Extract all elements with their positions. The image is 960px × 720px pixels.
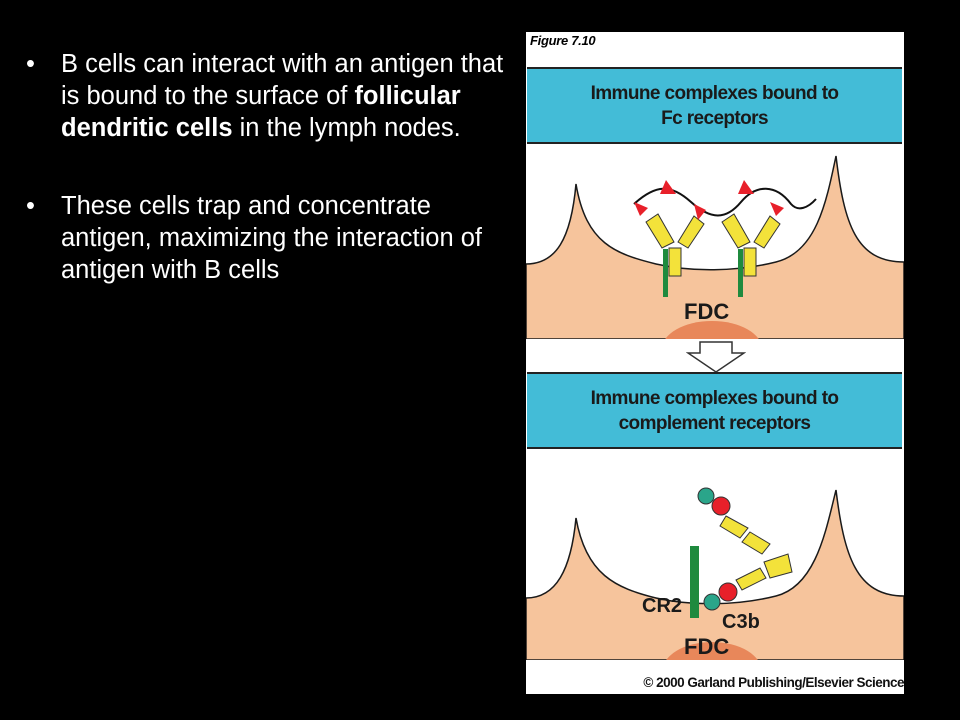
copyright-notice: © 2000 Garland Publishing/Elsevier Scien…: [643, 675, 904, 690]
bullet-item-1: • B cells can interact with an antigen t…: [26, 48, 506, 144]
antibody-segment: [741, 531, 771, 555]
complement-teal: [703, 593, 721, 611]
antigen-epitope: [738, 180, 754, 194]
fc-receptor: [738, 249, 743, 297]
antibody-stem: [743, 247, 757, 277]
antibody-arm: [645, 213, 675, 249]
figure-panel: Figure 7.10 Immune complexes bound to Fc…: [526, 32, 904, 694]
bullet-1-text-pre: B cells can interact with an antigen tha…: [61, 50, 504, 110]
fdc-cell-body: [526, 155, 904, 339]
figure-label: Figure 7.10: [530, 33, 596, 48]
fdc-cell-body: [526, 489, 904, 660]
panel1-title-line1: Immune complexes bound to: [590, 83, 839, 104]
antibody-stem: [668, 247, 682, 277]
cr2-receptor: [690, 546, 699, 618]
complement-teal: [697, 487, 715, 505]
complement-red: [718, 582, 738, 602]
complement-red: [711, 496, 731, 516]
bullet-list: • B cells can interact with an antigen t…: [26, 48, 506, 332]
panel2-illustration: CR2 C3b FDC: [526, 487, 904, 660]
bullet-1-bold-cells: cells: [175, 114, 233, 142]
panel2-title-line2: complement receptors: [618, 413, 811, 434]
bullet-1-bold-term: follicular dendritic: [61, 82, 461, 142]
antigen-epitope: [634, 202, 648, 216]
fdc-nucleus: [665, 321, 759, 339]
antibody-arm: [677, 215, 705, 249]
panel1-fdc-label: FDC: [684, 299, 729, 324]
transition-arrow-icon: [686, 341, 746, 373]
c3b-label: C3b: [722, 611, 760, 633]
bullet-dot: •: [26, 50, 35, 78]
fdc-nucleus: [666, 642, 758, 660]
antigen-epitope: [694, 204, 706, 220]
antibody-segment: [719, 515, 749, 539]
fc-receptor: [663, 249, 668, 297]
panel1-title-line2: Fc receptors: [661, 108, 768, 129]
bullet-item-2: • These cells trap and concentrate antig…: [26, 190, 506, 286]
cr2-label: CR2: [642, 595, 682, 617]
antibody-segment: [763, 553, 793, 579]
bullet-dot: •: [26, 192, 35, 220]
antibody-segment: [735, 567, 767, 591]
antibody-arm: [753, 215, 781, 249]
bullet-2-text: These cells trap and concentrate antigen…: [61, 192, 482, 284]
panel1-banner: Immune complexes bound to Fc receptors: [527, 67, 902, 144]
bullet-1-text-post: in the lymph nodes.: [232, 114, 461, 142]
panel2-banner: Immune complexes bound to complement rec…: [527, 372, 902, 449]
panel1-illustration: FDC: [526, 155, 904, 339]
panel2-fdc-label: FDC: [684, 634, 729, 659]
antigen-epitope: [770, 202, 784, 216]
antigen-epitope: [660, 180, 676, 194]
antibody-arm: [721, 213, 751, 249]
bullet-1-text-space: [169, 114, 176, 142]
panel2-title-line1: Immune complexes bound to: [590, 388, 839, 409]
